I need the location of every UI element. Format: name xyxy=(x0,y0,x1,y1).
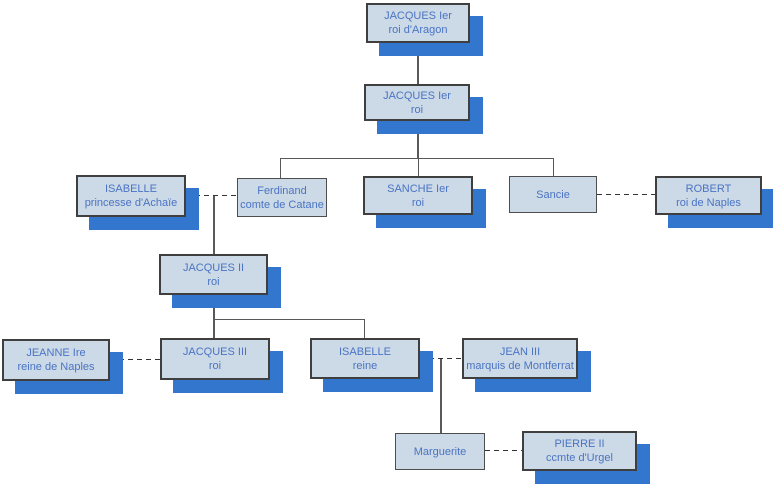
person-name: JACQUES Ier xyxy=(383,89,451,102)
edge-line-to-jacques-ii xyxy=(213,195,215,254)
node-jean-iii[interactable]: JEAN III marquis de Montferrat xyxy=(462,338,578,379)
edge-marriage-isabelle-jean-iii xyxy=(420,358,462,359)
person-name: SANCHE Ier xyxy=(387,182,449,195)
person-title: roi d'Aragon xyxy=(388,24,448,36)
person-name: ISABELLE xyxy=(105,183,157,195)
person-name: PIERRE II xyxy=(554,438,605,450)
node-ferdinand[interactable]: Ferdinand comte de Catane xyxy=(237,178,327,217)
person-title: marquis de Montferrat xyxy=(466,359,574,372)
person-title: reine xyxy=(352,359,378,372)
node-jacques-ier-aragon[interactable]: JACQUES Ier roi d'Aragon xyxy=(366,3,470,43)
person-title: roi xyxy=(208,360,222,372)
edge-line-drop-sancie xyxy=(553,158,554,176)
node-jacques-ier-roi[interactable]: JACQUES Ier roi xyxy=(364,84,470,121)
person-name: JACQUES III xyxy=(182,346,248,358)
person-name: JEAN III xyxy=(499,345,541,358)
person-name: JEANNE Ire xyxy=(26,347,86,359)
person-name: Sancie xyxy=(536,188,570,201)
person-name: JACQUES Ier xyxy=(384,10,452,22)
node-marguerite[interactable]: Marguerite xyxy=(395,433,485,470)
node-pierre-ii[interactable]: PIERRE II ccmte d'Urgel xyxy=(522,431,637,471)
edge-line-drop-isabelle-reine xyxy=(364,319,365,338)
person-name: ISABELLE xyxy=(339,345,391,358)
edge-marriage-marguerite-pierre-ii xyxy=(485,450,522,451)
node-jacques-iii[interactable]: JACQUES III roi xyxy=(160,338,270,380)
person-title: reine de Naples xyxy=(17,361,95,373)
edge-line-to-marguerite xyxy=(440,358,442,433)
edge-line-drop-sanche xyxy=(418,158,419,176)
edge-line-jacques-ii-children-rail xyxy=(214,319,365,320)
person-title: ccmte d'Urgel xyxy=(546,452,613,464)
person-name: Ferdinand xyxy=(257,184,307,197)
node-sanche-ier[interactable]: SANCHE Ier roi xyxy=(363,176,473,215)
node-jacques-ii[interactable]: JACQUES II roi xyxy=(159,254,268,295)
edge-line-jacques-ii-stem xyxy=(213,295,215,338)
edge-line-root-to-jacques-ier xyxy=(417,43,419,84)
person-title: roi xyxy=(207,275,220,288)
person-name: Marguerite xyxy=(413,445,467,458)
edge-line-drop-ferdinand xyxy=(280,158,281,178)
node-jeanne-ire[interactable]: JEANNE Ire reine de Naples xyxy=(2,339,110,381)
edge-marriage-jeanne-jacques-iii xyxy=(110,359,160,360)
node-robert[interactable]: ROBERT roi de Naples xyxy=(655,176,762,215)
person-name: ROBERT xyxy=(685,182,732,195)
person-title: roi de Naples xyxy=(676,196,741,209)
edge-line-children-rail xyxy=(280,158,554,159)
edge-line-jacques-ier-stem xyxy=(417,121,419,158)
person-title: roi xyxy=(411,196,425,209)
edge-marriage-isabelle-ferdinand xyxy=(186,195,237,196)
edge-marriage-sancie-robert xyxy=(597,194,655,195)
node-isabelle-reine[interactable]: ISABELLE reine xyxy=(310,338,420,379)
person-title: roi xyxy=(410,103,424,116)
person-name: JACQUES II xyxy=(182,261,245,274)
person-title: princesse d'Achaïe xyxy=(84,197,178,209)
node-isabelle-achaie[interactable]: ISABELLE princesse d'Achaïe xyxy=(76,175,186,217)
node-sancie[interactable]: Sancie xyxy=(509,176,597,213)
person-title: comte de Catane xyxy=(240,198,324,211)
